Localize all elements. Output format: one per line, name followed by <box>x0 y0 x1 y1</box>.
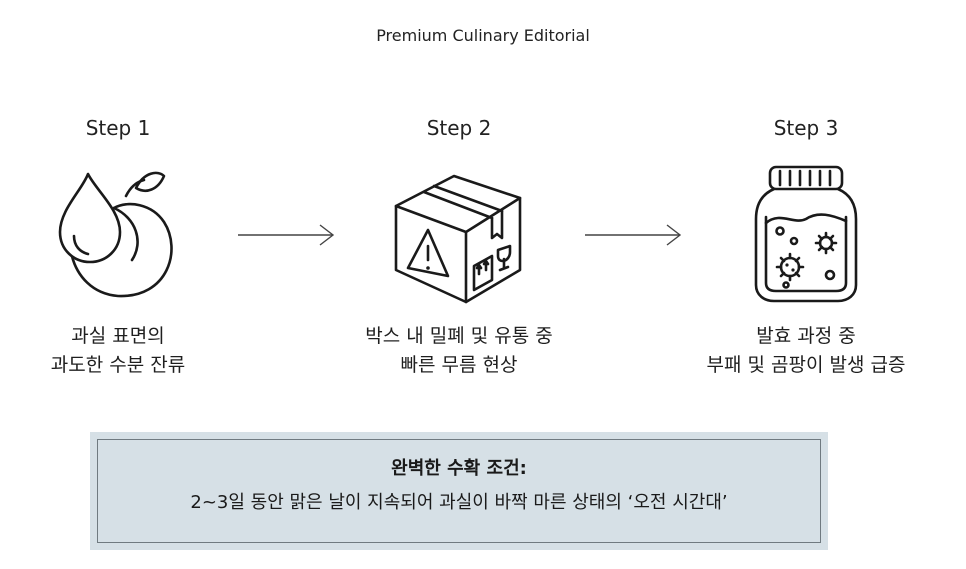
warning-box-icon <box>388 162 528 311</box>
step-1-desc-line-2: 과도한 수분 잔류 <box>50 354 186 376</box>
arrow-right-icon <box>583 220 683 254</box>
step-2-desc-line-1: 박스 내 밀폐 및 유통 중 <box>365 325 553 347</box>
note-inner-border <box>97 439 821 543</box>
step-3-label: Step 3 <box>773 116 839 140</box>
peach-water-drop-icon <box>48 160 188 309</box>
step-2-description: 박스 내 밀폐 및 유통 중 빠른 무름 현상 <box>309 322 609 380</box>
step-3-desc-line-2: 부패 및 곰팡이 발생 급증 <box>706 354 906 376</box>
arrow-right-icon <box>236 220 336 254</box>
step-2-desc-line-2: 빠른 무름 현상 <box>400 354 518 376</box>
step-3-desc-line-1: 발효 과정 중 <box>756 325 856 347</box>
step-1-label: Step 1 <box>85 116 151 140</box>
step-3-description: 발효 과정 중 부패 및 곰팡이 발생 급증 <box>656 322 956 380</box>
step-1-desc-line-1: 과실 표면의 <box>71 325 165 347</box>
step-2-label: Step 2 <box>426 116 492 140</box>
step-1-description: 과실 표면의 과도한 수분 잔류 <box>0 322 268 380</box>
page-header-title: Premium Culinary Editorial <box>376 26 590 45</box>
harvest-condition-note: 완벽한 수확 조건: 2~3일 동안 맑은 날이 지속되어 과실이 바짝 마른 … <box>90 432 828 550</box>
note-title: 완벽한 수확 조건: <box>391 458 527 479</box>
fermenting-jar-icon <box>750 163 862 309</box>
note-body: 2~3일 동안 맑은 날이 지속되어 과실이 바짝 마른 상태의 ‘오전 시간대… <box>190 492 728 513</box>
